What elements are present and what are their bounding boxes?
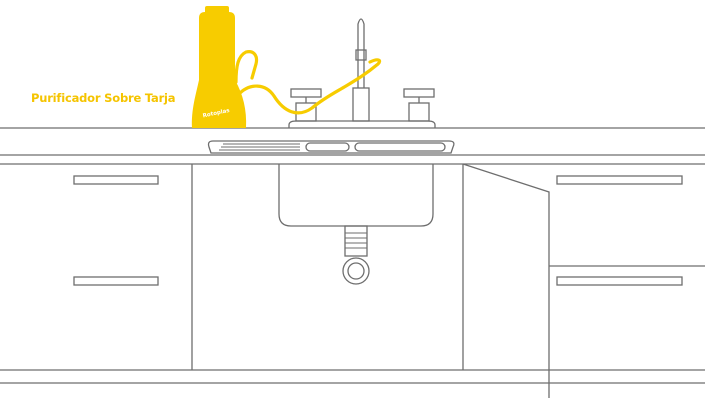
water-purifier: Rotoplas xyxy=(191,6,247,128)
drawer-handle-right-bottom xyxy=(556,276,683,286)
purifier-label: Purificador Sobre Tarja xyxy=(31,91,176,105)
faucet xyxy=(288,18,436,128)
purifier-hose xyxy=(234,50,382,115)
cabinet-base xyxy=(0,369,705,384)
countertop xyxy=(0,127,705,165)
sink-top xyxy=(207,140,455,154)
sink-basin xyxy=(278,164,434,285)
drawer-handle-right-top xyxy=(556,175,683,185)
purifier-brand-logo: Rotoplas xyxy=(202,108,231,120)
drawer-handle-left-top xyxy=(73,175,159,185)
left-cabinet xyxy=(73,164,193,370)
right-cabinet xyxy=(462,163,705,398)
drawer-handle-left-bottom xyxy=(73,276,159,286)
